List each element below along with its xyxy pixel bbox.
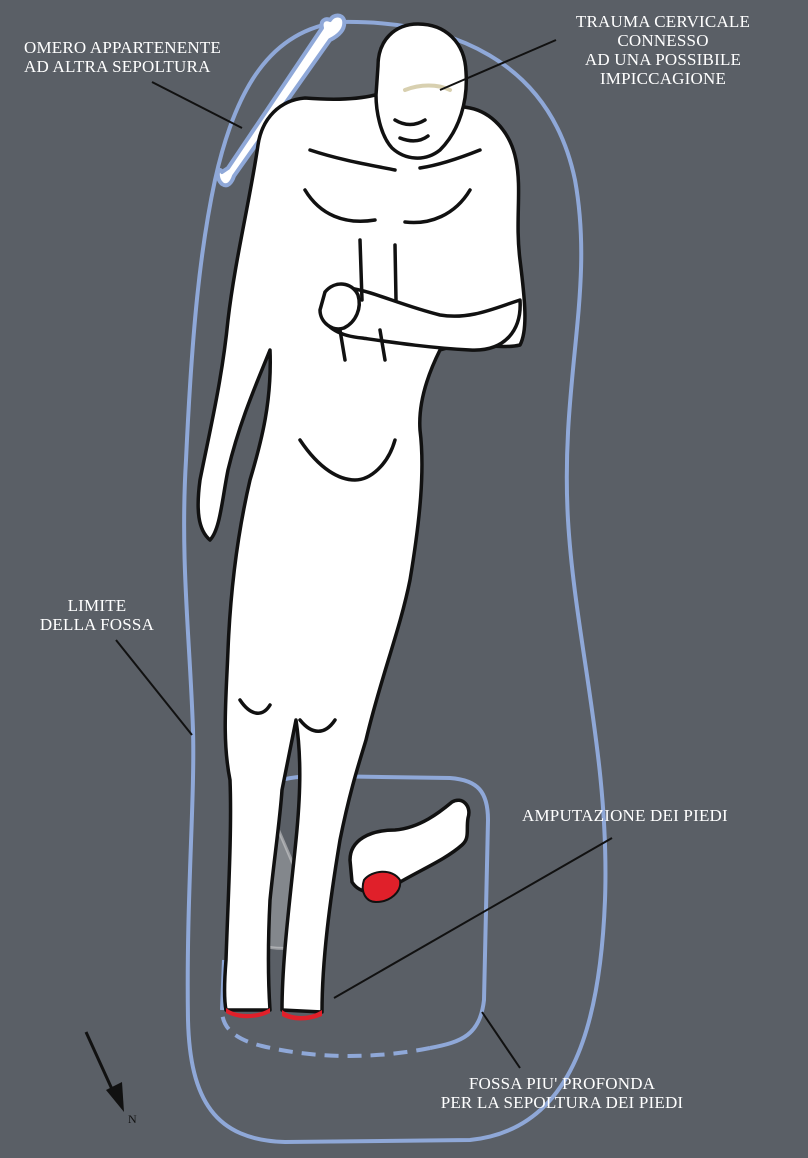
label-trauma: TRAUMA CERVICALE CONNESSO AD UNA POSSIBI… [548, 12, 778, 88]
label-trauma-line-4: IMPICCAGIONE [548, 69, 778, 88]
label-trauma-line-3: AD UNA POSSIBILE [548, 50, 778, 69]
label-fossa-profonda-line-1: FOSSA PIU' PROFONDA [392, 1074, 732, 1093]
leader-fossa-profonda [482, 1012, 520, 1068]
label-north: N [128, 1110, 137, 1129]
label-amputazione: AMPUTAZIONE DEI PIEDI [522, 806, 728, 825]
leader-limite [116, 640, 192, 735]
label-omero-line-1: OMERO APPARTENENTE [24, 38, 221, 57]
label-limite-line-2: DELLA FOSSA [22, 615, 172, 634]
label-fossa-profonda: FOSSA PIU' PROFONDA PER LA SEPOLTURA DEI… [392, 1074, 732, 1112]
north-arrow-icon [86, 1032, 124, 1112]
label-omero: OMERO APPARTENENTE AD ALTRA SEPOLTURA [24, 38, 221, 76]
folded-hand [320, 284, 359, 329]
label-limite: LIMITE DELLA FOSSA [22, 596, 172, 634]
label-omero-line-2: AD ALTRA SEPOLTURA [24, 57, 221, 76]
skeleton-body [198, 24, 525, 1012]
label-limite-line-1: LIMITE [22, 596, 172, 615]
label-amputazione-line-1: AMPUTAZIONE DEI PIEDI [522, 806, 728, 825]
label-trauma-line-2: CONNESSO [548, 31, 778, 50]
label-trauma-line-1: TRAUMA CERVICALE [548, 12, 778, 31]
leader-omero [152, 82, 242, 128]
label-fossa-profonda-line-2: PER LA SEPOLTURA DEI PIEDI [392, 1093, 732, 1112]
amputation-mark-foot [363, 872, 400, 902]
